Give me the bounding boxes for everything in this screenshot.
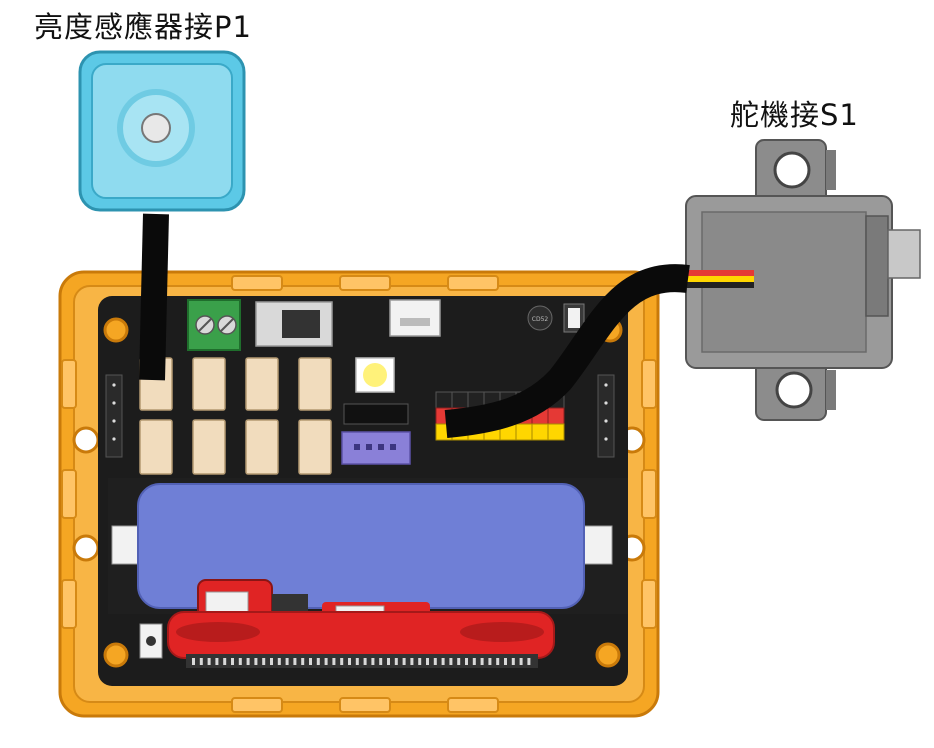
edge-pin (200, 658, 203, 665)
edge-pin (418, 658, 421, 665)
edge-pin (340, 658, 343, 665)
edge-pin (371, 658, 374, 665)
edge-pin (512, 658, 515, 665)
edge-pin (387, 658, 390, 665)
edge-pin (410, 658, 413, 665)
edge-pin (223, 658, 226, 665)
edge-pin (442, 658, 445, 665)
edge-pin (215, 658, 218, 665)
edge-pin (449, 658, 452, 665)
edge-pin (496, 658, 499, 665)
edge-pin (278, 658, 281, 665)
edge-pin (527, 658, 530, 665)
edge-pin (504, 658, 507, 665)
edge-pin (270, 658, 273, 665)
power-switch (256, 302, 332, 346)
edge-pin (301, 658, 304, 665)
screw-terminal (188, 300, 240, 350)
edge-pin (247, 658, 250, 665)
light-sensor-module (80, 52, 244, 210)
edge-pin (208, 658, 211, 665)
light-sensor-cable (152, 214, 156, 380)
usb-port (390, 300, 440, 336)
edge-pin (426, 658, 429, 665)
edge-pin (356, 658, 359, 665)
edge-pin (286, 658, 289, 665)
edge-pin (293, 658, 296, 665)
edge-pin (192, 658, 195, 665)
edge-pin (325, 658, 328, 665)
edge-pin (481, 658, 484, 665)
purple-connector (342, 404, 410, 464)
edge-pin (520, 658, 523, 665)
edge-pin (231, 658, 234, 665)
edge-pin (488, 658, 491, 665)
edge-pin (364, 658, 367, 665)
edge-pin (309, 658, 312, 665)
edge-pin (457, 658, 460, 665)
edge-pin (379, 658, 382, 665)
led (356, 358, 394, 392)
chip-text: CD52 (532, 316, 549, 323)
edge-pin (395, 658, 398, 665)
edge-pin (434, 658, 437, 665)
edge-pin (332, 658, 335, 665)
edge-pin (239, 658, 242, 665)
edge-pin (317, 658, 320, 665)
edge-pin (473, 658, 476, 665)
edge-pin (465, 658, 468, 665)
edge-pin (262, 658, 265, 665)
edge-pin (254, 658, 257, 665)
edge-pin (348, 658, 351, 665)
edge-pin (403, 658, 406, 665)
servo-ribbon (686, 270, 754, 288)
reset-button (140, 624, 162, 658)
